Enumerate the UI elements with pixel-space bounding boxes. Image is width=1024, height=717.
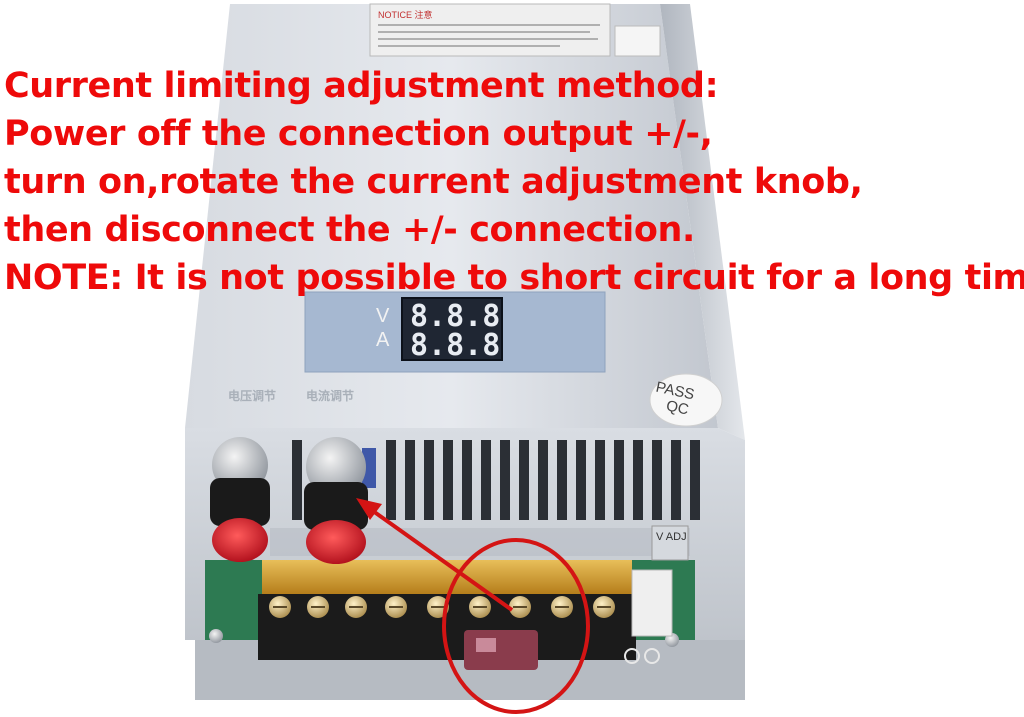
current-readout: 8.8.8 [410,328,500,363]
voltage-knob-label: 电压调节 [228,388,276,403]
current-knob-cap [306,520,366,564]
side-panel [660,4,745,440]
caption-line-3: turn on,rotate the current adjustment kn… [4,162,863,202]
fuse-window [476,638,496,652]
blade-fuse [464,630,538,670]
notice-label-text: NOTICE 注意 [378,9,433,20]
voltage-letter: V [376,305,390,327]
fan-blade [362,448,376,488]
caption-line-1: Current limiting adjustment method: [4,66,719,106]
voltage-knob-body [210,478,270,526]
model-sticker [614,25,661,57]
v-adj-label [651,525,689,561]
pointer-arrow-line [364,504,514,612]
notice-label [369,3,611,57]
current-knob[interactable] [304,437,368,564]
current-knob-body [304,482,368,530]
caption-line-2: Power off the connection output +/-, [4,114,713,154]
annotation-overlay [356,498,590,714]
ventilation-grille [292,440,700,520]
cert-mark-2 [644,648,660,664]
voltage-knob-cap [212,518,268,562]
voltage-knob[interactable] [210,437,270,562]
power-supply-device: NOTICE 注意 V A 8.8.8 8.8.8 PASS QC 电压调节 电… [185,3,745,700]
cert-mark-1 [624,648,640,664]
qc-sticker [649,373,723,427]
v-adj-label-text: V ADJ [656,531,687,543]
meter-screen [401,297,503,361]
instruction-caption: Current limiting adjustment method: Powe… [4,62,1024,302]
qc-sticker-qc: QC [665,397,691,418]
caption-line-5: NOTE: It is not possible to short circui… [4,258,1024,298]
voltage-readout: 8.8.8 [410,299,500,334]
current-letter: A [376,329,390,351]
caption-line-4: then disconnect the +/- connection. [4,210,695,250]
mounting-screw-left [209,629,223,643]
notice-small-print [378,24,600,47]
fuse-highlight-circle [442,538,590,714]
pointer-arrow-head [356,498,382,520]
current-knob-label: 电流调节 [306,388,354,403]
ac-connector [631,569,673,637]
